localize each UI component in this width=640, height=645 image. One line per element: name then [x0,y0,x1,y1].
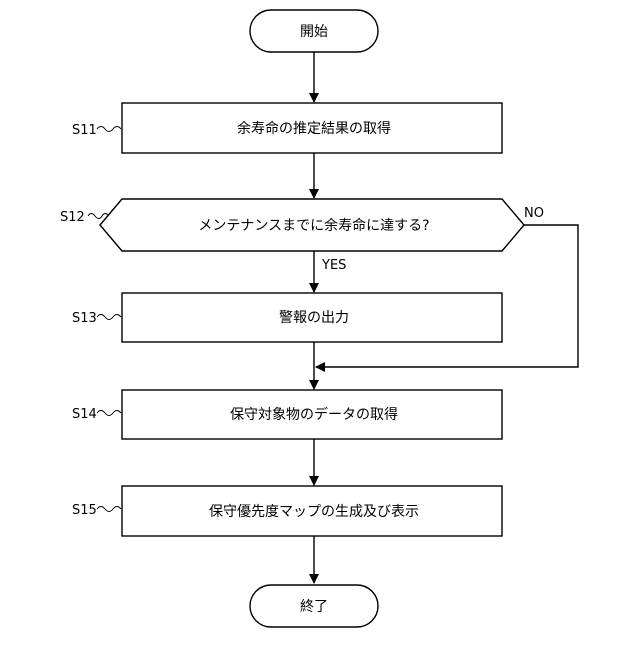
step-id-s14: S14 [72,407,97,422]
step-id-s15: S15 [72,503,97,518]
step-s15: S15 保守優先度マップの生成及び表示 [72,486,502,536]
end-label: 終了 [300,599,328,615]
process-label-s11: 余寿命の推定結果の取得 [237,120,391,137]
step-id-s12: S12 [60,210,85,225]
no-label: NO [524,206,544,221]
step-s13: S13 警報の出力 [72,293,502,342]
step-s11: S11 余寿命の推定結果の取得 [72,103,502,153]
yes-label: YES [321,258,346,273]
start-label: 開始 [300,24,328,40]
leader-squiggle-s11 [97,127,121,132]
process-label-s15: 保守優先度マップの生成及び表示 [209,504,419,520]
end-terminal: 終了 [250,585,378,627]
step-s14: S14 保守対象物のデータの取得 [72,390,502,439]
leader-squiggle-s15 [97,507,121,512]
leader-squiggle-s14 [97,411,121,416]
step-id-s11: S11 [72,123,97,138]
process-label-s14: 保守対象物のデータの取得 [230,406,398,423]
process-label-s13: 警報の出力 [279,310,349,326]
step-id-s13: S13 [72,311,97,326]
decision-label-s12: メンテナンスまでに余寿命に達する? [198,217,429,234]
leader-squiggle-s13 [97,315,121,320]
start-terminal: 開始 [250,10,378,52]
step-s12: S12 メンテナンスまでに余寿命に達する? [60,199,524,251]
